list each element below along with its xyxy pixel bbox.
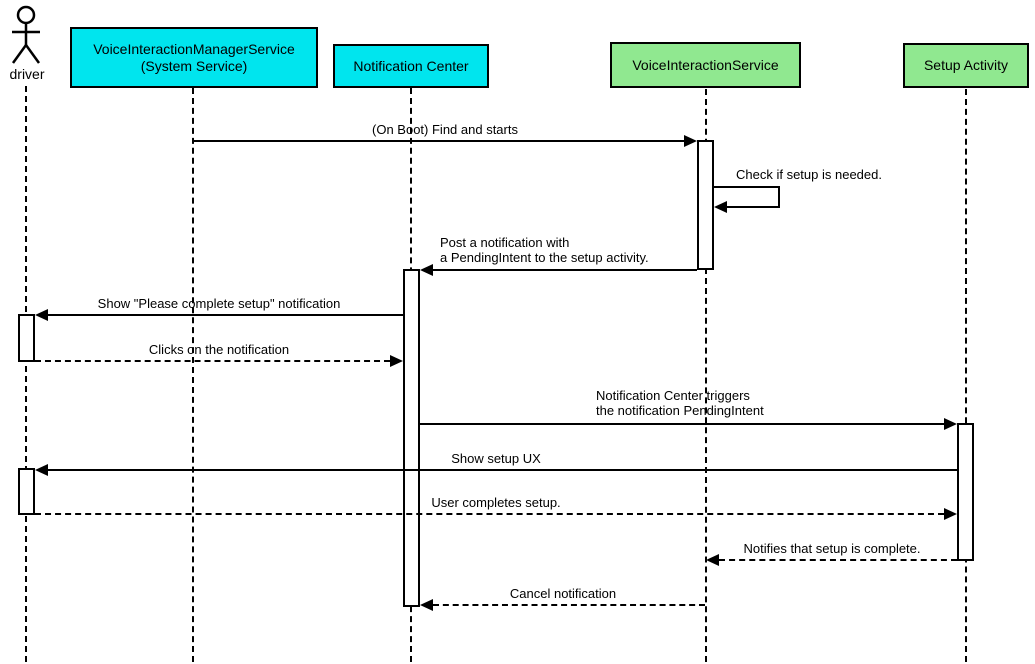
arrowhead-right-icon xyxy=(684,135,697,147)
message-label: Post a notification with a PendingIntent… xyxy=(440,235,649,265)
arrowhead-left-icon xyxy=(714,201,727,213)
lifeline-driver xyxy=(25,86,27,662)
message-line xyxy=(48,314,403,316)
arrowhead-left-icon xyxy=(35,464,48,476)
actor-icon xyxy=(11,5,41,64)
message-line xyxy=(433,269,697,271)
message-line xyxy=(420,423,944,425)
participant-voiceinteractionmanagerservice: VoiceInteractionManagerService (System S… xyxy=(70,27,318,88)
lifeline-setup-activity xyxy=(965,89,967,662)
participant-label-driver: driver xyxy=(9,66,45,82)
message-label: Show setup UX xyxy=(451,451,541,466)
message-label: Notification Center triggers the notific… xyxy=(596,388,764,418)
arrowhead-right-icon xyxy=(944,418,957,430)
message-label: User completes setup. xyxy=(431,495,561,510)
self-message-bottom-line xyxy=(726,206,780,208)
activation-driver-1 xyxy=(18,314,35,362)
self-message-side-line xyxy=(778,186,780,207)
activation-notification-center xyxy=(403,269,420,607)
message-line xyxy=(48,469,957,471)
arrowhead-left-icon xyxy=(420,599,433,611)
self-message-top-line xyxy=(714,186,780,188)
arrowhead-right-icon xyxy=(390,355,403,367)
actor-driver xyxy=(7,5,45,65)
activation-driver-2 xyxy=(18,468,35,515)
arrowhead-right-icon xyxy=(944,508,957,520)
arrowhead-left-icon xyxy=(35,309,48,321)
message-line xyxy=(193,140,685,142)
activation-setup-activity xyxy=(957,423,974,561)
message-label: Notifies that setup is complete. xyxy=(743,541,921,556)
message-label: Show "Please complete setup" notificatio… xyxy=(97,296,341,311)
participant-notification-center: Notification Center xyxy=(333,44,489,88)
message-label: Cancel notification xyxy=(509,586,617,601)
message-label: Clicks on the notification xyxy=(148,342,290,357)
message-line-dashed xyxy=(35,360,390,362)
participant-voiceinteractionservice: VoiceInteractionService xyxy=(610,42,801,88)
arrowhead-left-icon xyxy=(420,264,433,276)
message-line-dashed xyxy=(433,604,705,606)
participant-setup-activity: Setup Activity xyxy=(903,43,1029,88)
message-line-dashed xyxy=(35,513,944,515)
arrowhead-left-icon xyxy=(706,554,719,566)
lifeline-voiceinteractionmanagerservice xyxy=(192,88,194,662)
lifeline-voiceinteractionservice xyxy=(705,89,707,662)
message-label: (On Boot) Find and starts xyxy=(372,122,518,137)
message-label: Check if setup is needed. xyxy=(736,167,882,182)
message-line-dashed xyxy=(719,559,957,561)
activation-voiceinteractionservice xyxy=(697,140,714,270)
